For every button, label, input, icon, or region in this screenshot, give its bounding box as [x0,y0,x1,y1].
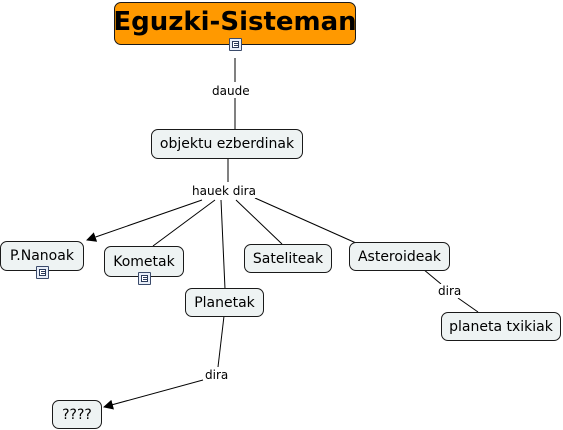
node-unknown[interactable]: ???? [52,400,102,429]
node-asteroideak[interactable]: Asteroideak [349,242,450,271]
line-hauek-sateliteak [235,199,283,245]
node-kometak[interactable]: Kometak [104,246,184,277]
node-planeta-txikiak[interactable]: planeta txikiak [441,312,561,341]
node-kometak-label: Kometak [113,253,175,270]
link-label-hauek-dira: hauek dira [191,184,257,198]
line-dira-planeta-txikiak [457,297,479,313]
line-hauek-asteroideak [254,197,357,244]
node-unknown-label: ???? [62,406,92,423]
title-document-icon[interactable] [229,38,242,51]
line-dira-unknown [103,379,204,410]
line-hauek-planetak [220,199,226,290]
node-planetak-label: Planetak [194,294,255,311]
title-text: Eguzki-Sisteman [113,7,357,37]
pnanoak-document-icon[interactable] [36,266,49,279]
line-hauek-pnanoak [86,199,203,242]
node-pnanoak-label: P.Nanoak [10,248,74,264]
line-planetak-dira [217,315,225,368]
node-objektu-ezberdinak[interactable]: objektu ezberdinak [151,129,303,159]
title-node[interactable]: Eguzki-Sisteman [113,2,357,45]
line-asteroideak-dira [422,268,442,285]
node-planeta-txikiak-label: planeta txikiak [449,318,553,335]
link-label-daude: daude [211,84,251,98]
node-planetak[interactable]: Planetak [185,288,264,317]
kometak-document-icon[interactable] [138,272,151,285]
node-sateliteak-label: Sateliteak [252,250,324,267]
link-label-dira-planetak: dira [204,368,230,382]
node-sateliteak[interactable]: Sateliteak [244,244,332,273]
node-asteroideak-label: Asteroideak [357,248,442,265]
link-label-dira-asteroideak: dira [437,284,463,298]
node-objektu-ezberdinak-label: objektu ezberdinak [159,136,295,152]
line-hauek-kometak [152,199,216,247]
